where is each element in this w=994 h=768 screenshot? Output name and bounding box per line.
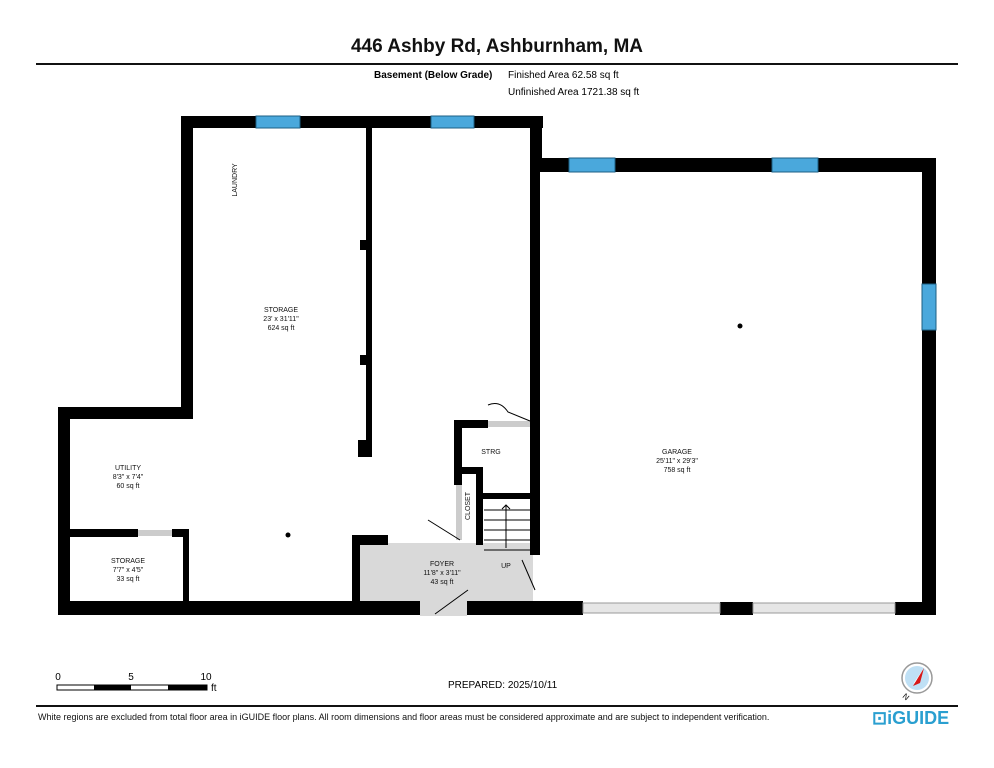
scale-bar: 0 5 10 ft [55,672,217,694]
iguide-logo-text: iGUIDE [887,708,950,728]
storage-small-name: STORAGE [111,558,145,565]
storage-main-name: STORAGE [264,307,298,314]
footer-divider [36,705,958,707]
laundry-label: LAUNDRY [232,163,239,197]
foyer-name: FOYER [430,561,454,568]
prepared-date: PREPARED: 2025/10/11 [448,680,558,691]
iguide-logo: ⊡iGUIDE [872,708,949,729]
page-title: 446 Ashby Rd, Ashburnham, MA [350,36,644,57]
scale-tick-5: 5 [128,672,134,683]
iguide-logo-icon: ⊡ [872,708,888,728]
ceiling-points [285,323,743,538]
strg-label: STRG [481,449,500,456]
storage-main-area: 624 sq ft [268,325,295,332]
scale-unit: ft [211,683,217,694]
scale-tick-0: 0 [55,672,61,683]
utility-name: UTILITY [115,465,141,472]
level-label: Basement (Below Grade) [374,70,493,81]
garage-name: GARAGE [662,449,692,456]
foyer-dims: 11'8" x 3'11" [423,570,461,577]
storage-main-dims: 23' x 31'11" [263,316,299,323]
stairs-up-label: UP [501,563,511,570]
unfinished-area: Unfinished Area 1721.38 sq ft [508,87,640,98]
stairs [427,403,536,615]
storage-small-dims: 7'7" x 4'5" [113,567,144,574]
utility-area: 60 sq ft [117,483,140,490]
storage-small-area: 33 sq ft [117,576,140,583]
utility-dims: 8'3" x 7'4" [113,474,144,481]
compass-icon: N [901,662,933,703]
scale-tick-10: 10 [200,672,212,683]
foyer-floor [358,543,533,603]
garage-dims: 25'11" x 29'3" [656,458,698,465]
door-openings [138,421,896,614]
finished-area: Finished Area 62.58 sq ft [508,70,619,81]
foyer-door-opening [420,602,467,616]
walls [58,116,936,615]
windows [255,115,937,331]
disclaimer: White regions are excluded from total fl… [38,712,770,722]
foyer-area: 43 sq ft [431,579,454,586]
compass-north-label: N [901,692,911,703]
garage-area: 758 sq ft [664,467,691,474]
header-divider [36,63,958,65]
closet-label: CLOSET [465,491,472,520]
